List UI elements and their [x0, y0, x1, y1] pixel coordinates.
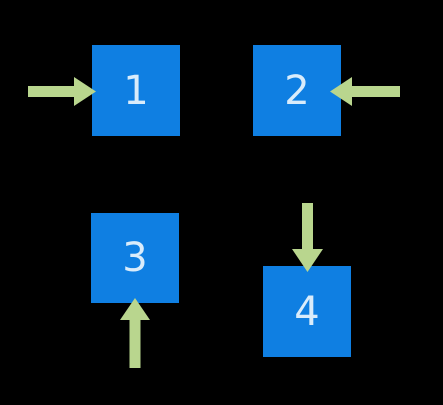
box-3: 3	[91, 213, 179, 303]
box-4: 4	[263, 266, 351, 357]
arrow-right-icon	[28, 77, 96, 106]
box-1: 1	[92, 45, 180, 136]
box-2: 2	[253, 45, 341, 136]
arrow-down-icon	[292, 203, 323, 272]
box-1-label: 1	[123, 67, 149, 114]
arrow-up-icon	[120, 298, 150, 368]
arrow-left-icon	[330, 77, 400, 106]
box-3-label: 3	[122, 235, 148, 281]
box-2-label: 2	[284, 67, 310, 114]
box-4-label: 4	[294, 288, 320, 335]
